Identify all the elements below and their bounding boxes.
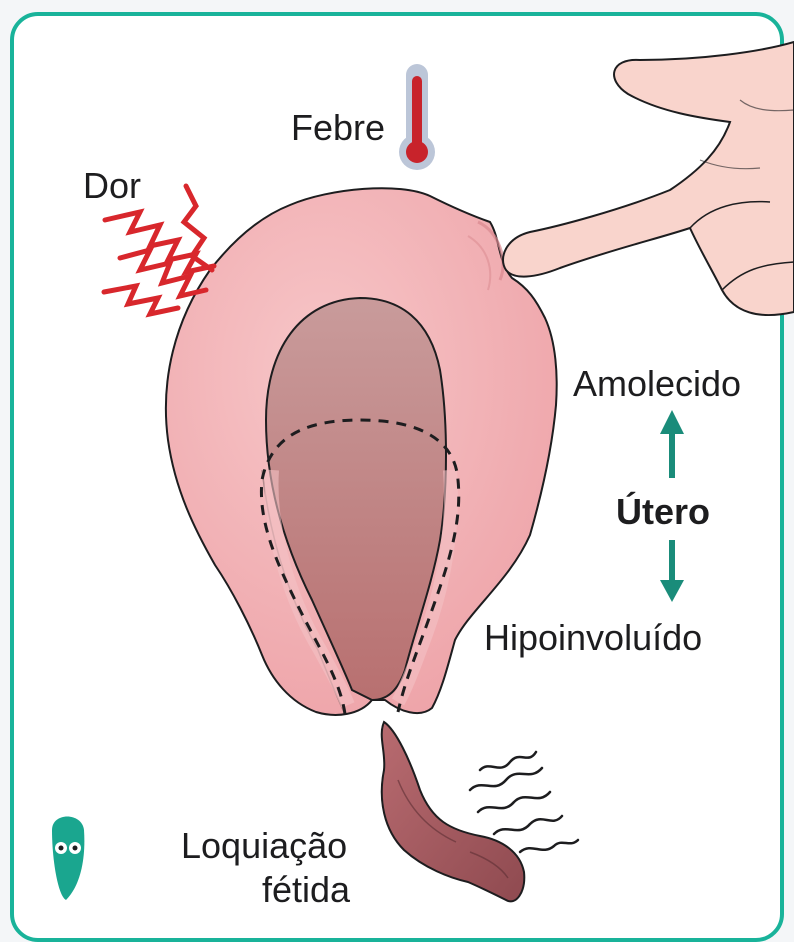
lochia-shape: [382, 722, 525, 901]
lochia-label-line2: fétida: [262, 872, 350, 908]
lochia-label-line1: Loquiação: [181, 828, 347, 864]
uterus-label: Útero: [616, 494, 710, 530]
softened-label: Amolecido: [573, 366, 741, 402]
pointing-hand: [503, 42, 794, 315]
fever-label: Febre: [291, 110, 385, 146]
owl-logo-icon: [52, 817, 84, 901]
pain-label: Dor: [83, 168, 141, 204]
subinvolution-label: Hipoinvoluído: [484, 620, 702, 656]
thermometer-icon: [399, 64, 435, 170]
